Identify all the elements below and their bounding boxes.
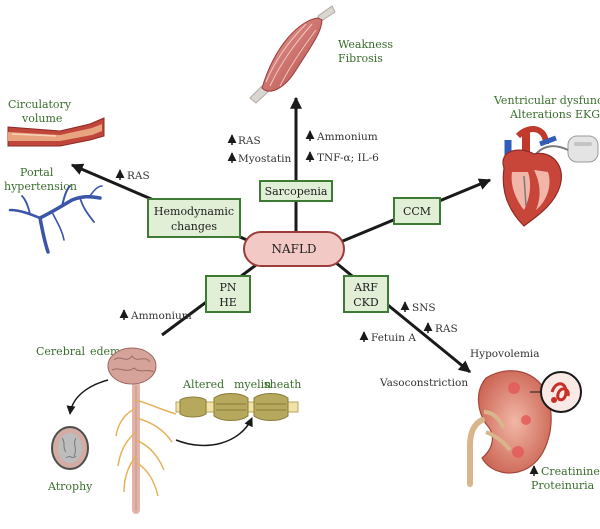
hemodynamic-label-line2: changes bbox=[171, 220, 217, 233]
ccm-box: CCM bbox=[393, 197, 441, 225]
arf-label-line2: CKD bbox=[353, 296, 379, 309]
hemodynamic-label-line1: Hemodynamic bbox=[154, 205, 234, 218]
brain-text-atrophy: Atrophy bbox=[47, 480, 93, 493]
myelin-word-altered: Altered bbox=[182, 378, 224, 391]
muscle-illustration bbox=[249, 5, 336, 104]
heart-illustration bbox=[502, 126, 599, 227]
mediator-myostatin: Myostatin bbox=[238, 153, 291, 165]
heart-text-ventricular: Ventricular dysfunction bbox=[493, 94, 600, 107]
brain-to-atrophy-arrow bbox=[66, 379, 109, 415]
portal-vein-illustration bbox=[8, 185, 103, 254]
atrophy-brain-icon bbox=[51, 426, 89, 470]
nafld-center: NAFLD bbox=[243, 231, 345, 267]
kidney-text-hypovolemia: Hypovolemia bbox=[470, 348, 540, 360]
sarcopenia-mediators: RAS Myostatin Ammonium TNF-α; IL-6 bbox=[227, 130, 379, 165]
brain-text-cerebral: Cerebral bbox=[36, 345, 86, 358]
sarcopenia-label: Sarcopenia bbox=[265, 185, 328, 198]
myelin-word-myelin: myelin bbox=[234, 378, 271, 391]
mediator-ammonium-pn: Ammonium bbox=[130, 310, 192, 322]
heart-text-ekg: Alterations EKG bbox=[509, 108, 600, 121]
nafld-label: NAFLD bbox=[271, 242, 316, 256]
spine-to-myelin-arrow bbox=[175, 417, 253, 447]
arf-label-line1: ARF bbox=[353, 281, 378, 294]
mediator-ammonium-top: Ammonium bbox=[316, 131, 378, 143]
pn-box: PN HE bbox=[205, 275, 251, 313]
mediator-ras-arf: RAS bbox=[435, 323, 458, 335]
vessel-text-circulatory: Circulatory bbox=[8, 98, 72, 111]
mediator-ras-hemodynamic: RAS bbox=[127, 170, 150, 182]
pn-label-line2: HE bbox=[219, 296, 237, 309]
brain-spinal-illustration bbox=[107, 347, 177, 514]
kidney-illustration bbox=[467, 370, 582, 487]
mediator-fetuin: Fetuin A bbox=[371, 332, 416, 344]
muscle-text-weakness: Weakness bbox=[338, 38, 393, 51]
portal-text-hypertension: hypertension bbox=[4, 180, 77, 193]
pn-label-line1: PN bbox=[219, 281, 236, 294]
kidney-text-vasoconstriction: Vasoconstriction bbox=[379, 377, 468, 389]
hemodynamic-box: Hemodynamic changes bbox=[147, 198, 241, 238]
mediator-ras-top: RAS bbox=[238, 135, 261, 147]
myelin-sheath-illustration bbox=[175, 393, 299, 421]
kidney-text-creatinine: Creatinine bbox=[541, 465, 600, 478]
sarcopenia-box: Sarcopenia bbox=[259, 180, 333, 202]
kidney-text-proteinuria: Proteinuria bbox=[531, 479, 595, 492]
mediator-sns: SNS bbox=[412, 302, 436, 314]
muscle-text-fibrosis: Fibrosis bbox=[338, 52, 383, 65]
mediator-tnf-il6: TNF-α; IL-6 bbox=[317, 152, 379, 164]
blood-vessel-illustration bbox=[7, 117, 105, 147]
arf-box: ARF CKD bbox=[343, 275, 389, 313]
myelin-word-sheath: sheath bbox=[264, 378, 301, 391]
portal-text-portal: Portal bbox=[20, 166, 54, 179]
vessel-text-volume: volume bbox=[21, 112, 62, 125]
ccm-label: CCM bbox=[403, 205, 431, 218]
